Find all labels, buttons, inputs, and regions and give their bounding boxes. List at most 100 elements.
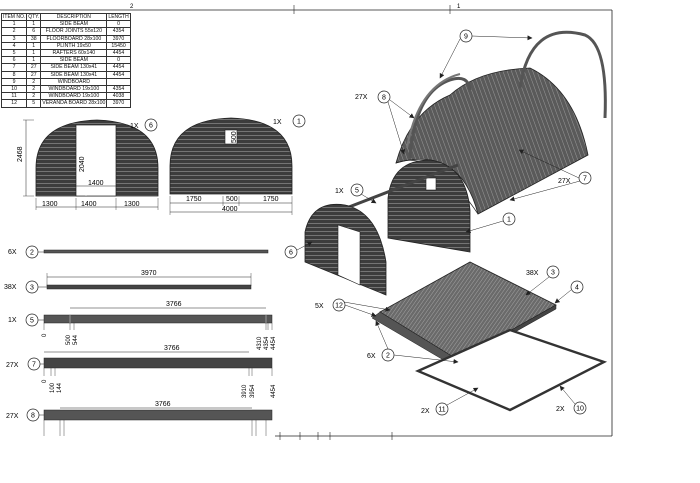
bom-cell-qty: 6: [26, 27, 42, 36]
part-7-side-beam: 3766 27X 7 0 100 144 3910 3954 4454: [6, 345, 277, 398]
dim-base-left: 1300: [42, 201, 58, 208]
callout-7: 7: [583, 176, 587, 183]
dim-back-right: 1750: [263, 196, 279, 203]
part-5-rafter: 3766 1X 5 0 500 544 4310 4354 4454: [8, 301, 277, 350]
bom-cell-qty: 5: [26, 99, 42, 108]
callout-3-qty: 38X: [526, 270, 539, 277]
bom-cell-description: PLINTH 19x50: [40, 41, 108, 51]
bom-cell-length: 4354: [106, 85, 131, 94]
bom-cell-description: RAFTERS 60x140: [40, 49, 108, 58]
dim-height: 2468: [17, 146, 24, 162]
dim-back-mid: 500: [226, 196, 238, 203]
part-3-qty: 38X: [4, 284, 17, 291]
zone-label-2: 2: [130, 4, 134, 10]
part-7-tick-3: 3910: [242, 384, 248, 398]
bom-cell-length: 4454: [106, 49, 131, 58]
part-5-tick-5: 4454: [271, 336, 277, 350]
zone-label-1: 1: [457, 4, 461, 10]
callout-11-qty: 2X: [421, 408, 430, 415]
dim-door-width: 1400: [88, 180, 104, 187]
dim-base-right: 1300: [124, 201, 140, 208]
bom-cell-length: 0: [106, 20, 131, 29]
bom-cell-description: SIDE BEAM 130x41: [40, 63, 108, 72]
front-view-qty: 1X: [130, 123, 139, 130]
part-5-tick-1: 500: [66, 334, 72, 345]
part-5-tick-4: 4354: [264, 336, 270, 350]
bom-cell-length: 3970: [106, 99, 131, 108]
bom-cell-item: 6: [0, 56, 28, 65]
part-7-tick-1: 100: [50, 382, 56, 393]
bom-cell-item: 8: [0, 70, 28, 79]
part-7-tick-5: 4454: [271, 384, 277, 398]
part-8-side-beam: 3766 27X 8: [6, 401, 273, 436]
bom-cell-description: WINDBOARD 19x100: [40, 92, 108, 101]
part-5-tick-3: 4310: [257, 336, 263, 350]
bom-cell-length: 4354: [106, 27, 131, 36]
back-view-item: 1: [297, 119, 301, 126]
callout-10: 10: [576, 406, 584, 413]
bom-header-item: ITEM NO.: [0, 12, 28, 22]
bom-cell-item: 10: [0, 85, 28, 94]
callout-3: 3: [551, 270, 555, 277]
callout-9: 9: [464, 34, 468, 41]
callout-2: 2: [386, 353, 390, 360]
dim-base-mid: 1400: [81, 201, 97, 208]
bom-cell-qty: 27: [26, 70, 42, 79]
front-elevation-view: 2468 2040 1400 1300 1400 1300 1X 6: [17, 118, 159, 210]
bom-header-description: DESCRIPTION: [40, 12, 108, 22]
bom-cell-item: 2: [0, 27, 28, 36]
part-5-qty: 1X: [8, 317, 17, 324]
part-2-floor-joist: 6X 2: [8, 245, 269, 259]
bom-cell-item: 11: [0, 92, 28, 101]
callout-8-qty: 27X: [355, 94, 368, 101]
bom-cell-qty: 2: [26, 92, 42, 101]
bom-cell-qty: 1: [26, 56, 42, 65]
bom-cell-qty: 1: [26, 20, 42, 29]
part-3-floorboard: 3970 38X 3: [4, 270, 252, 294]
bom-cell-qty: 38: [26, 34, 42, 43]
part-7-length: 3766: [164, 345, 180, 352]
callout-2-qty: 6X: [367, 353, 376, 360]
part-7-qty: 27X: [6, 362, 19, 369]
part-8-item: 8: [31, 413, 35, 420]
dim-back-left: 1750: [186, 196, 202, 203]
dim-window: 500: [231, 131, 238, 143]
iso-callouts: 9 27X 8 27X 7 1X 5 1 6 38X 3 4 5X 12: [284, 29, 592, 416]
callout-1: 1: [507, 217, 511, 224]
callout-5: 5: [355, 188, 359, 195]
bom-cell-item: 9: [0, 77, 28, 87]
part-2-item: 2: [30, 250, 34, 257]
part-3-item: 3: [30, 285, 34, 292]
bom-cell-description: WINDBOARD: [40, 77, 108, 87]
door-opening: [75, 124, 117, 197]
bom-cell-description: SIDE BEAM 130x41: [40, 70, 108, 79]
bom-cell-item: 3: [0, 34, 28, 43]
bom-cell-description: FLOORBOARD 28x100: [40, 34, 108, 43]
callout-8: 8: [382, 95, 386, 102]
callout-5-qty: 1X: [335, 188, 344, 195]
part-7-tick-2: 144: [57, 382, 63, 393]
bom-cell-qty: 1: [26, 41, 42, 51]
callout-11: 11: [438, 407, 445, 414]
part-5-item: 5: [30, 318, 34, 325]
callout-7-qty: 27X: [558, 178, 571, 185]
part-8-qty: 27X: [6, 413, 19, 420]
part-8-length: 3766: [155, 401, 171, 408]
sheet-border: 2 1: [0, 4, 613, 440]
back-view-qty: 1X: [273, 119, 282, 126]
front-view-item: 6: [149, 123, 153, 130]
bom-cell-item: 4: [0, 41, 28, 51]
part-5-tick-0: 0: [42, 333, 48, 337]
bom-header-row: ITEM NO. QTY. DESCRIPTION LENGTH: [0, 12, 131, 22]
bom-cell-qty: 2: [26, 77, 42, 87]
part-7-item: 7: [32, 362, 36, 369]
